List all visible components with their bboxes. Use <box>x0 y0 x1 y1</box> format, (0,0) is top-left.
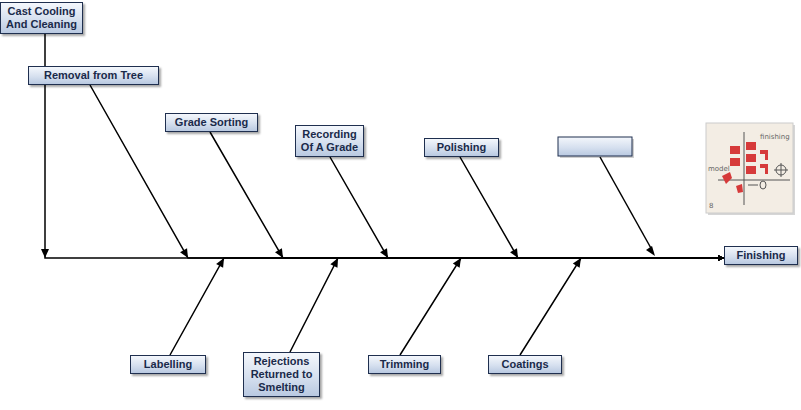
spine-arrowhead <box>573 256 585 268</box>
box-label: Coatings <box>493 358 557 371</box>
effect-box: Finishing <box>724 246 798 265</box>
spine-arrowhead <box>453 256 465 268</box>
spine-arrowhead <box>41 249 49 258</box>
box-label: Finishing <box>729 249 793 262</box>
box-label: Cast Cooling And Cleaning <box>5 5 78 31</box>
box-label: Polishing <box>429 141 494 154</box>
spine-arrowhead <box>275 248 286 260</box>
cause-box: Labelling <box>130 355 206 374</box>
cause-box: Recording Of A Grade <box>295 125 364 157</box>
spine-arrowhead <box>330 256 341 268</box>
cause-box: Coatings <box>488 355 562 374</box>
spine-arrowhead <box>380 248 391 260</box>
finishing-icon <box>706 123 795 215</box>
spine-arrowhead <box>216 256 227 268</box>
cause-box: Cast Cooling And Cleaning <box>0 2 83 34</box>
page-number: 8 <box>709 202 713 210</box>
cause-arrow <box>290 258 724 352</box>
icon-caption: finishing <box>760 133 790 141</box>
cause-box: Trimming <box>368 355 441 374</box>
box-label: Labelling <box>135 358 201 371</box>
cause-arrow <box>170 258 724 355</box>
spine-arrowhead <box>510 248 521 260</box>
cause-arrow <box>330 157 724 258</box>
cause-box: Polishing <box>424 138 499 157</box>
cause-arrow <box>520 258 724 355</box>
cause-box: Rejections Returned to Smelting <box>243 352 320 397</box>
box-label: Rejections Returned to Smelting <box>248 355 315 394</box>
box-label: Removal from Tree <box>33 69 154 82</box>
cause-arrow <box>210 132 724 258</box>
empty-cause-box <box>558 137 655 256</box>
spine-arrowhead <box>180 248 191 260</box>
cause-box: Removal from Tree <box>28 66 159 85</box>
cause-box: Grade Sorting <box>165 113 258 132</box>
cause-arrow <box>90 85 724 258</box>
box-label: Trimming <box>373 358 436 371</box>
box-label: Recording Of A Grade <box>300 128 359 154</box>
cause-arrow <box>460 157 724 258</box>
cause-arrow <box>400 258 724 355</box>
icon-caption: model <box>708 165 730 173</box>
box-label: Grade Sorting <box>170 116 253 129</box>
